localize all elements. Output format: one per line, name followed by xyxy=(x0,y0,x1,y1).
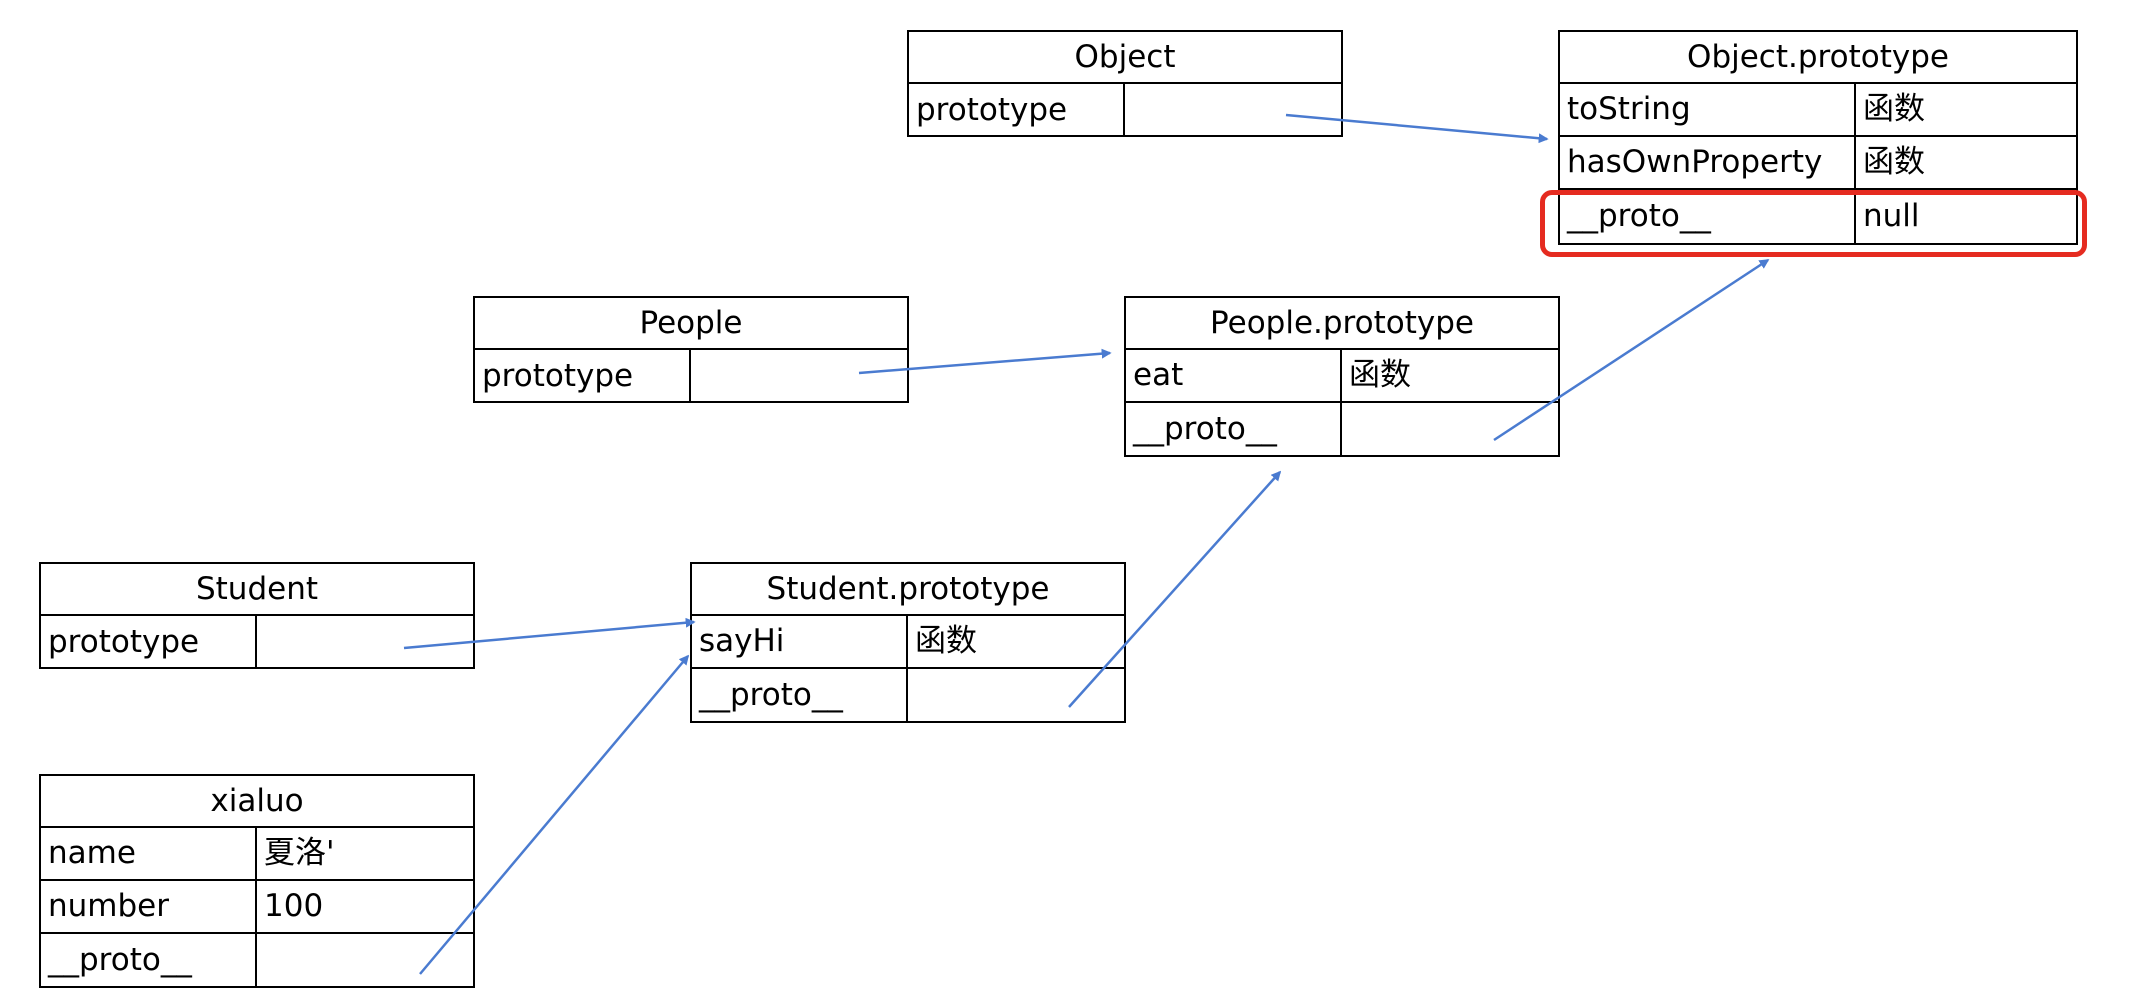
box-title: People.prototype xyxy=(1126,298,1558,350)
table-row: __proto__ null xyxy=(1560,190,2076,243)
box-title: xialuo xyxy=(41,776,473,828)
property-value: 100 xyxy=(264,888,324,924)
object-prototype-box: Object.prototype toString 函数 hasOwnPrope… xyxy=(1558,30,2078,245)
property-key: __proto__ xyxy=(1126,403,1342,456)
property-value: 函数 xyxy=(1349,357,1411,393)
property-key: eat xyxy=(1126,350,1342,401)
box-title: People xyxy=(475,298,907,350)
object-constructor-box: Object prototype xyxy=(907,30,1343,137)
table-row: prototype xyxy=(909,84,1341,137)
property-key: hasOwnProperty xyxy=(1560,137,1856,188)
property-value: 函数 xyxy=(1863,91,1925,127)
property-value: 夏洛' xyxy=(264,835,335,871)
property-value xyxy=(257,616,473,669)
people-constructor-box: People prototype xyxy=(473,296,909,403)
property-key: __proto__ xyxy=(1560,190,1856,243)
property-value: 函数 xyxy=(1863,144,1925,180)
box-title: Student.prototype xyxy=(692,564,1124,616)
property-value xyxy=(1125,84,1341,137)
null-proto-highlight xyxy=(1540,190,2087,257)
table-row: __proto__ xyxy=(41,934,473,987)
table-row: eat 函数 xyxy=(1126,350,1558,403)
property-key: prototype xyxy=(41,616,257,669)
table-row: number 100 xyxy=(41,881,473,934)
box-title: Student xyxy=(41,564,473,616)
property-key: number xyxy=(41,881,257,932)
property-value xyxy=(908,669,1124,722)
box-title: Object xyxy=(909,32,1341,84)
property-key: toString xyxy=(1560,84,1856,135)
table-row: hasOwnProperty 函数 xyxy=(1560,137,2076,190)
property-value xyxy=(691,350,907,403)
table-row: prototype xyxy=(41,616,473,669)
property-value: null xyxy=(1863,198,1920,234)
property-key: prototype xyxy=(909,84,1125,137)
student-prototype-box: Student.prototype sayHi 函数 __proto__ xyxy=(690,562,1126,723)
property-key: prototype xyxy=(475,350,691,403)
box-title: Object.prototype xyxy=(1560,32,2076,84)
property-key: sayHi xyxy=(692,616,908,667)
property-value xyxy=(257,934,473,987)
table-row: __proto__ xyxy=(1126,403,1558,456)
xialuo-instance-box: xialuo name 夏洛' number 100 __proto__ xyxy=(39,774,475,988)
people-prototype-box: People.prototype eat 函数 __proto__ xyxy=(1124,296,1560,457)
property-key: name xyxy=(41,828,257,879)
table-row: toString 函数 xyxy=(1560,84,2076,137)
table-row: __proto__ xyxy=(692,669,1124,722)
student-constructor-box: Student prototype xyxy=(39,562,475,669)
property-key: __proto__ xyxy=(692,669,908,722)
property-key: __proto__ xyxy=(41,934,257,987)
table-row: prototype xyxy=(475,350,907,403)
property-value xyxy=(1342,403,1558,456)
table-row: name 夏洛' xyxy=(41,828,473,881)
property-value: 函数 xyxy=(915,623,977,659)
table-row: sayHi 函数 xyxy=(692,616,1124,669)
